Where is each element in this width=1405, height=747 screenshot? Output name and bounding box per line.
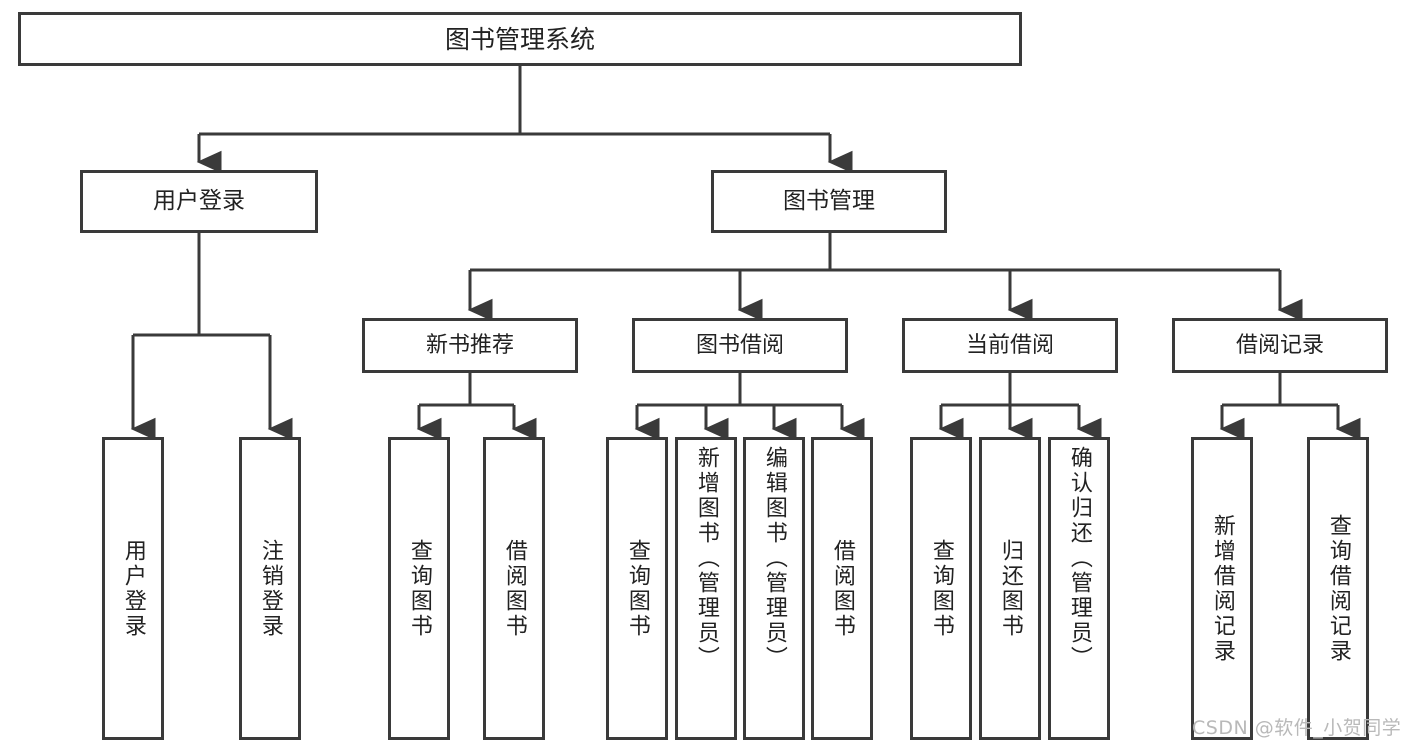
leaf-return-book[interactable]: 归还图书 [979, 437, 1041, 740]
leaf-user-login[interactable]: 用户登录 [102, 437, 164, 740]
leaf-logout[interactable]: 注销登录 [239, 437, 301, 740]
node-label: 新增图书（管理员） [693, 446, 719, 671]
leaf-query-book-borrow[interactable]: 查询图书 [606, 437, 668, 740]
leaf-borrow-book[interactable]: 借阅图书 [811, 437, 873, 740]
leaf-borrow-book-new[interactable]: 借阅图书 [483, 437, 545, 740]
node-label: 借阅记录 [1235, 332, 1324, 358]
node-label: 图书管理系统 [444, 24, 595, 54]
node-label: 归还图书 [997, 538, 1023, 639]
node-label: 图书借阅 [695, 332, 784, 358]
node-label: 注销登录 [257, 538, 283, 639]
leaf-add-borrow-record[interactable]: 新增借阅记录 [1191, 437, 1253, 740]
leaf-query-book-current[interactable]: 查询图书 [910, 437, 972, 740]
leaf-confirm-return-admin[interactable]: 确认归还（管理员） [1048, 437, 1110, 740]
node-user-login[interactable]: 用户登录 [80, 170, 318, 233]
node-label: 用户登录 [153, 188, 245, 215]
node-current-borrow[interactable]: 当前借阅 [902, 318, 1118, 373]
leaf-query-book-new[interactable]: 查询图书 [388, 437, 450, 740]
node-label: 借阅图书 [501, 538, 527, 639]
node-label: 确认归还（管理员） [1066, 446, 1092, 671]
node-label: 查询借阅记录 [1325, 513, 1351, 664]
leaf-add-book-admin[interactable]: 新增图书（管理员） [675, 437, 737, 740]
node-book-management[interactable]: 图书管理 [711, 170, 947, 233]
node-label: 用户登录 [120, 538, 146, 639]
node-label: 借阅图书 [829, 538, 855, 639]
node-label: 当前借阅 [965, 332, 1054, 358]
node-label: 新书推荐 [425, 332, 514, 358]
node-label: 图书管理 [783, 188, 875, 215]
leaf-query-borrow-record[interactable]: 查询借阅记录 [1307, 437, 1369, 740]
node-label: 查询图书 [928, 538, 954, 639]
node-label: 编辑图书（管理员） [761, 446, 787, 671]
node-label: 查询图书 [624, 538, 650, 639]
watermark-text: CSDN @软件_小贺同学 [1192, 717, 1402, 739]
leaf-edit-book-admin[interactable]: 编辑图书（管理员） [743, 437, 805, 740]
node-root-system[interactable]: 图书管理系统 [18, 12, 1022, 66]
node-book-borrow[interactable]: 图书借阅 [632, 318, 848, 373]
node-label: 新增借阅记录 [1209, 513, 1235, 664]
node-borrow-record[interactable]: 借阅记录 [1172, 318, 1388, 373]
node-label: 查询图书 [406, 538, 432, 639]
node-new-book-recommend[interactable]: 新书推荐 [362, 318, 578, 373]
